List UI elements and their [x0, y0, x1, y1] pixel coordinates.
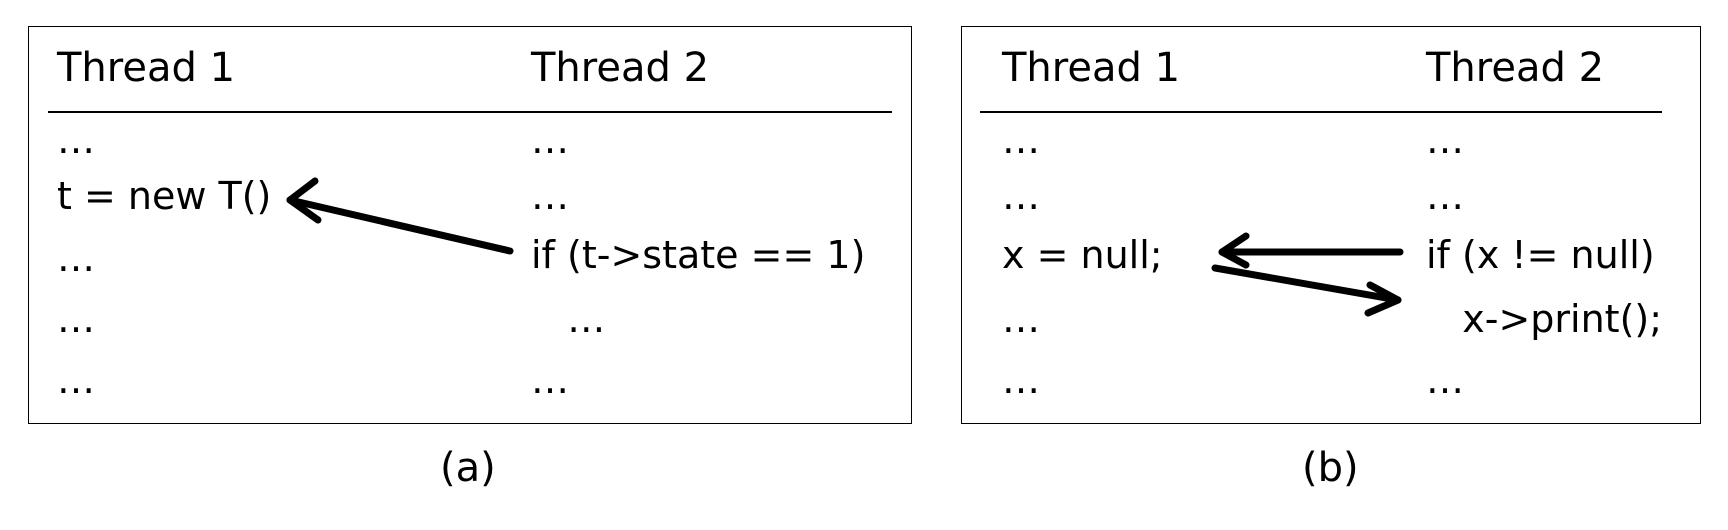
panel-a-thread2-line: …: [531, 174, 569, 218]
panel-b-thread1-header: Thread 1: [1002, 45, 1181, 91]
panel-b-caption: (b): [1302, 445, 1359, 491]
panel-b-thread2-line: x->print();: [1426, 297, 1663, 341]
panel-a-thread1-line: …: [57, 297, 95, 341]
panel-a-caption: (a): [440, 445, 496, 491]
panel-a-thread1-header: Thread 1: [57, 45, 236, 91]
panel-a-thread1-line: …: [57, 358, 95, 402]
panel-a-thread1-line: t = new T(): [57, 174, 272, 218]
panel-b-thread1-line: x = null;: [1002, 233, 1163, 277]
panel-b: [961, 26, 1701, 424]
panel-b-thread1-line: …: [1002, 118, 1040, 162]
panel-a-thread1-line: …: [57, 118, 95, 162]
panel-a-header-rule: [48, 111, 892, 113]
panel-b-thread2-line: …: [1426, 174, 1464, 218]
panel-b-thread1-line: …: [1002, 297, 1040, 341]
panel-a-thread2-line: …: [531, 358, 569, 402]
panel-a-thread2-line: if (t->state == 1): [531, 233, 866, 277]
panel-b-thread2-line: …: [1426, 118, 1464, 162]
panel-a-thread2-line: …: [531, 118, 569, 162]
panel-b-thread1-line: …: [1002, 358, 1040, 402]
panel-a-thread2-line: …: [531, 297, 606, 341]
panel-b-thread2-header: Thread 2: [1426, 45, 1605, 91]
panel-a-thread1-line: …: [57, 236, 95, 280]
panel-a-thread2-header: Thread 2: [531, 45, 710, 91]
panel-b-thread2-line: …: [1426, 358, 1464, 402]
panel-b-header-rule: [980, 111, 1662, 113]
panel-b-thread2-line: if (x != null): [1426, 233, 1655, 277]
panel-b-thread1-line: …: [1002, 174, 1040, 218]
